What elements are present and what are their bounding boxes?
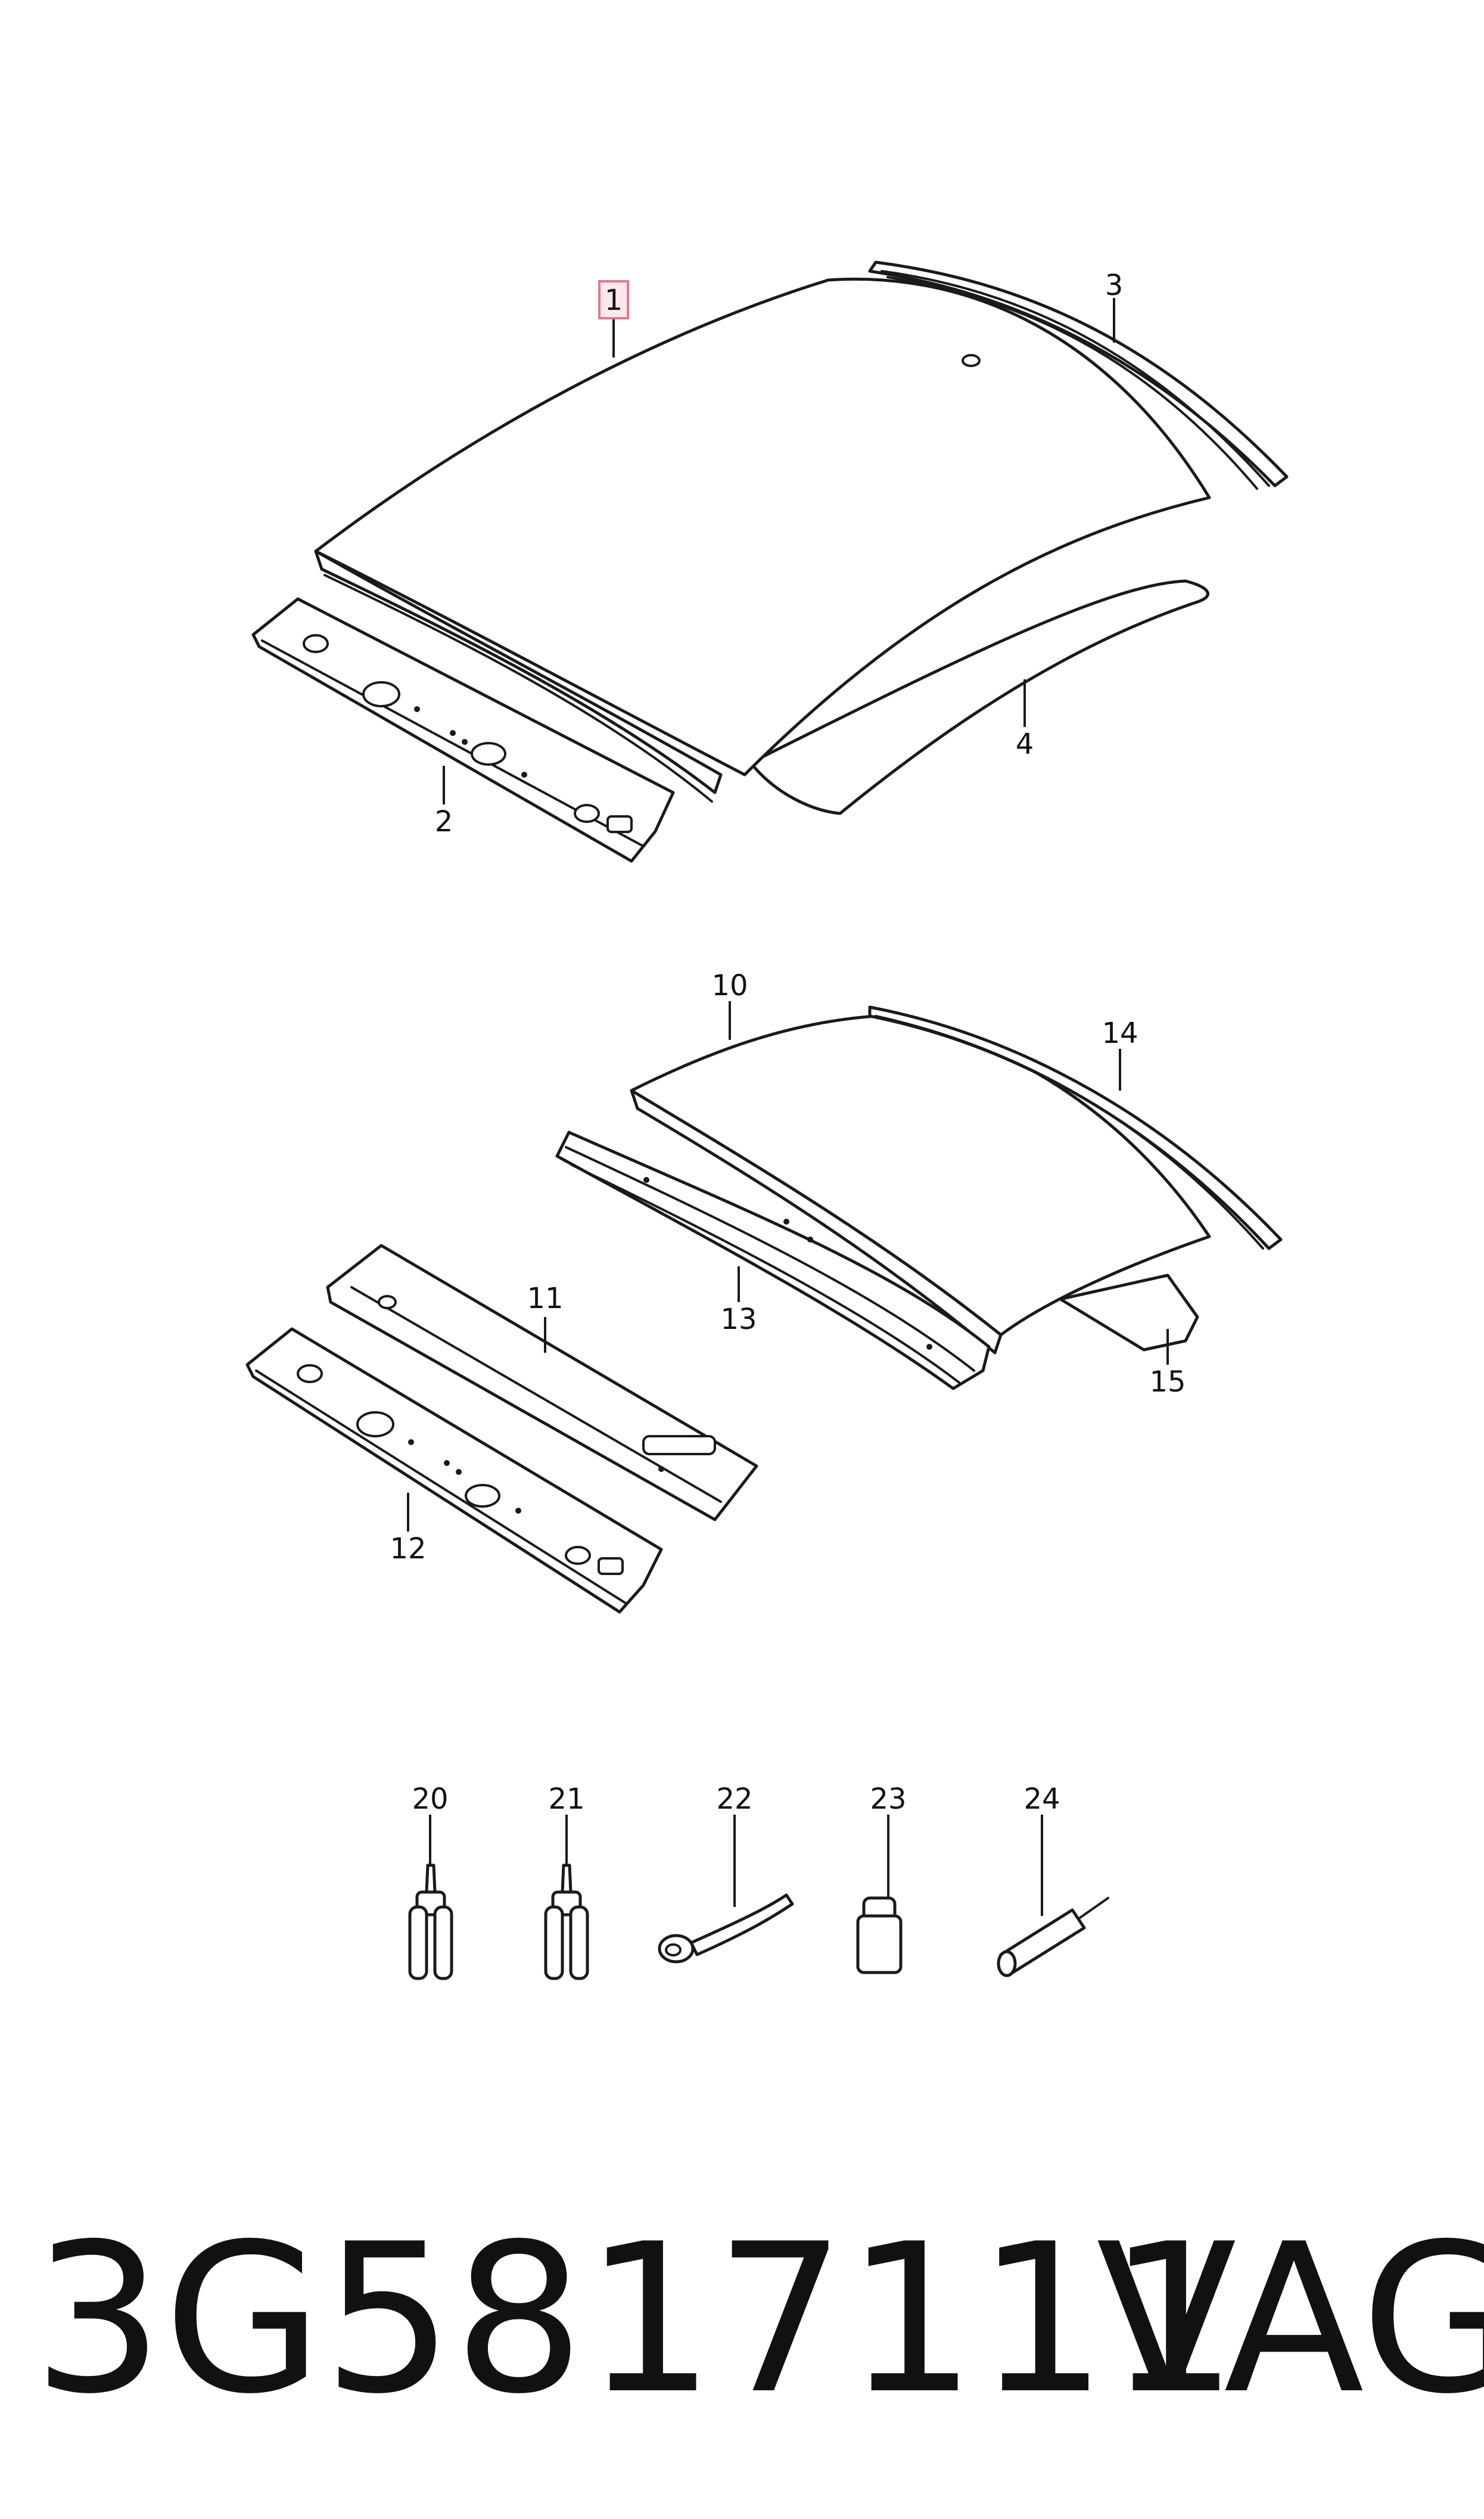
callout-23[interactable]: 23 [870, 1782, 906, 1816]
callout-2[interactable]: 2 [435, 805, 453, 838]
part-13-roof-bow [555, 1130, 991, 1390]
part-15-inner-panel [1059, 1274, 1199, 1352]
part-22-cable-sensor [658, 1893, 794, 1964]
callout-14[interactable]: 14 [1102, 1017, 1138, 1050]
callout-21[interactable]: 21 [548, 1782, 584, 1816]
part-4-roof-inner-panel [749, 579, 1209, 815]
part-20-adhesive-cartridge [408, 1863, 453, 1980]
brand-label: VAG [1096, 2200, 1484, 2439]
callout-3[interactable]: 3 [1105, 269, 1124, 302]
part-number: 3G5817111 [33, 2200, 1239, 2439]
part-10-roof-panel [630, 1014, 1211, 1355]
callout-10[interactable]: 10 [711, 969, 748, 1002]
leader-lines [407, 298, 1169, 1916]
callout-13[interactable]: 13 [720, 1303, 757, 1336]
callout-12[interactable]: 12 [390, 1532, 426, 1566]
callout-1-highlight [598, 280, 629, 319]
callout-4[interactable]: 4 [1016, 728, 1034, 761]
callout-22[interactable]: 22 [716, 1782, 752, 1816]
part-24-applicator-pen [997, 1897, 1109, 1977]
callout-15[interactable]: 15 [1149, 1365, 1186, 1399]
part-3-side-rail [868, 260, 1289, 490]
callout-24[interactable]: 24 [1023, 1782, 1060, 1816]
part-1-roof-panel [314, 277, 1211, 803]
part-11-cross-panel [326, 1244, 758, 1521]
callout-1[interactable]: 1 [605, 284, 623, 317]
callout-20[interactable]: 20 [412, 1782, 448, 1816]
part-14-side-rail [868, 1005, 1283, 1250]
part-2-front-cross-member [251, 597, 675, 863]
part-21-adhesive-cartridge [544, 1863, 589, 1980]
part-23-primer-bottle [856, 1896, 903, 1974]
part-12-front-cross-member [245, 1327, 663, 1614]
callout-11[interactable]: 11 [527, 1282, 563, 1315]
